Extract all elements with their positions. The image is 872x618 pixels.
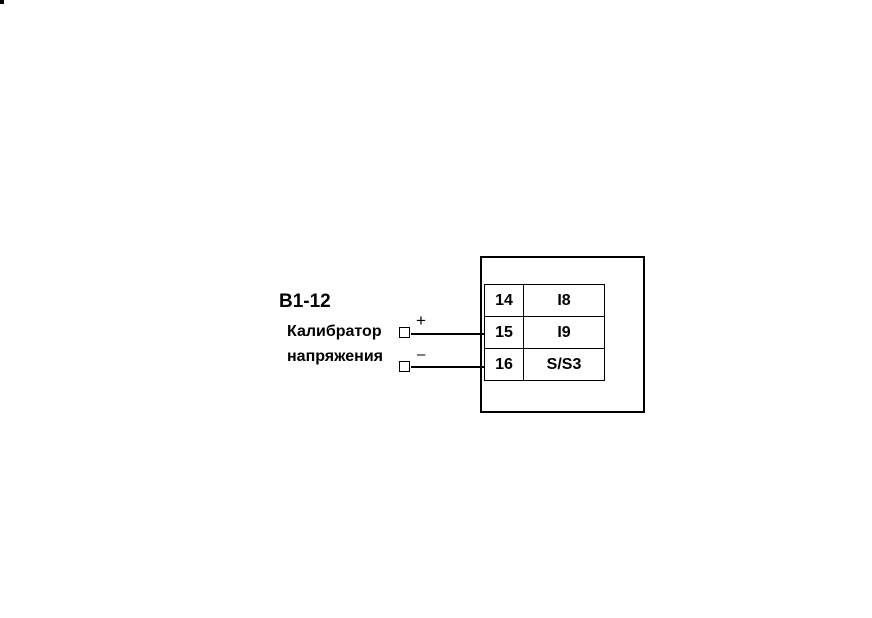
calibrator-name-line1: Калибратор [287,323,382,340]
terminal-signal: S/S3 [523,348,605,381]
terminal-number: 16 [484,348,524,381]
calibrator-name-line2: напряжения [287,348,383,365]
terminal-number: 15 [484,316,524,349]
terminal-signal: I9 [523,316,605,349]
terminal-signal: I8 [523,284,605,317]
terminal-number: 14 [484,284,524,317]
terminal-row: 15 I9 [484,316,605,349]
calibrator-box [0,0,4,4]
plus-output-pin [399,327,410,338]
plus-sign: + [416,311,426,330]
minus-wire [411,366,484,368]
minus-sign: – [417,346,426,363]
calibrator-model: В1-12 [279,291,331,312]
plus-wire [411,333,484,335]
terminal-block: 14 I8 15 I9 16 S/S3 [484,284,605,381]
minus-output-pin [399,361,410,372]
terminal-row: 14 I8 [484,284,605,317]
terminal-row: 16 S/S3 [484,348,605,381]
